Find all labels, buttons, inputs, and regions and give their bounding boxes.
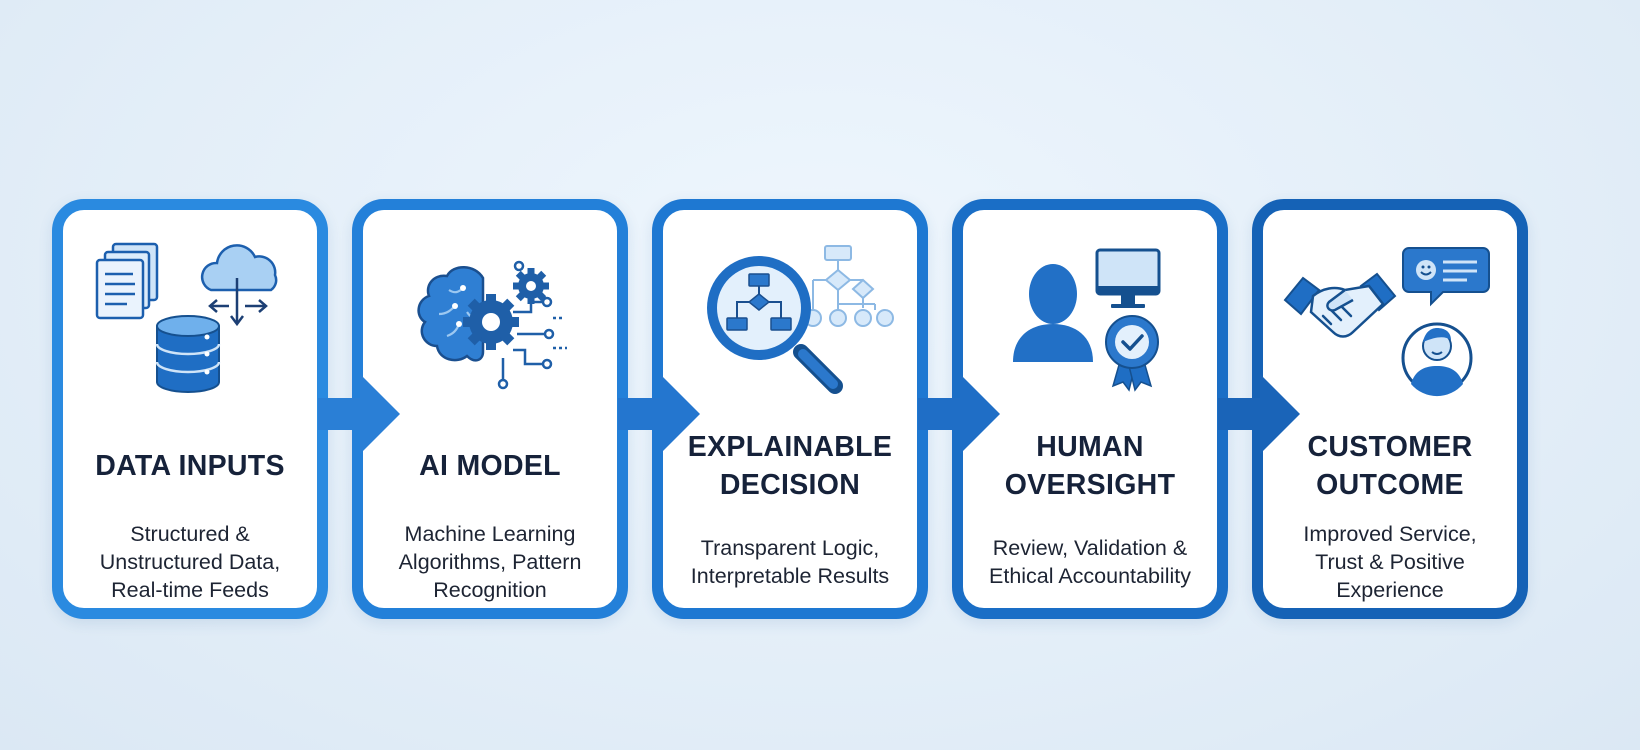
step-description: Transparent Logic, Interpretable Results: [690, 536, 890, 588]
customer-avatar-icon: [1401, 322, 1473, 397]
step-icons: [1263, 238, 1517, 408]
arrow-right-icon: [318, 374, 400, 454]
arrow-right-icon: [618, 374, 700, 454]
step-icons: [63, 238, 317, 408]
cloud-transfer-icon: [200, 244, 278, 327]
approval-badge-icon: [1105, 315, 1159, 392]
step-description: Structured & Unstructured Data, Real-tim…: [99, 522, 281, 602]
monitor-icon: [1095, 248, 1161, 308]
handshake-icon: [1283, 272, 1397, 338]
step-icons: [963, 238, 1217, 408]
brain-gear-icon: [417, 266, 549, 362]
arrow-right-icon: [1218, 374, 1300, 454]
database-icon: [155, 315, 221, 393]
arrow-right-icon: [918, 374, 1000, 454]
chat-bubble-icon: [1402, 247, 1490, 307]
circuit-icon: [497, 260, 567, 390]
magnifier-flowchart-icon: [707, 256, 843, 394]
step-title: EXPLAINABLE DECISION: [687, 431, 893, 501]
step-title: HUMAN OVERSIGHT: [1004, 431, 1176, 501]
step-title: DATA INPUTS: [95, 450, 285, 482]
step-explainable-decision: EXPLAINABLE DECISION Transparent Logic, …: [652, 199, 928, 619]
documents-icon: [95, 242, 159, 320]
decision-tree-icon: [804, 245, 894, 327]
step-description: Improved Service, Trust & Positive Exper…: [1303, 522, 1477, 602]
person-icon: [1013, 264, 1093, 362]
step-human-oversight: HUMAN OVERSIGHT Review, Validation & Eth…: [952, 199, 1228, 619]
step-icons: [663, 238, 917, 408]
step-data-inputs: DATA INPUTS Structured & Unstructured Da…: [52, 199, 328, 619]
step-icons: [363, 238, 617, 408]
step-customer-outcome: CUSTOMER OUTCOME Improved Service, Trust…: [1252, 199, 1528, 619]
step-title: CUSTOMER OUTCOME: [1307, 431, 1473, 501]
step-description: Machine Learning Algorithms, Pattern Rec…: [398, 522, 582, 602]
step-description: Review, Validation & Ethical Accountabil…: [989, 536, 1191, 588]
step-title: AI MODEL: [419, 450, 561, 482]
